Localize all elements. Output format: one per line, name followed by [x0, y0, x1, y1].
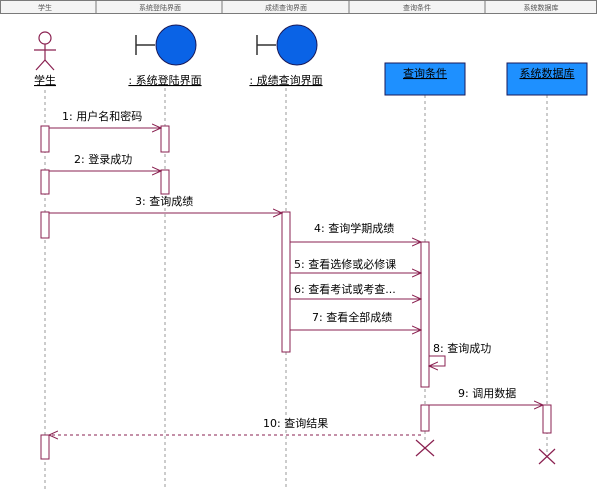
actor-leg-left [35, 59, 46, 71]
boundary-login-ui [135, 24, 197, 66]
header-col-login: 系统登陆界面 [139, 3, 181, 12]
header-col-db: 系统数据库 [524, 3, 559, 12]
destroy-x-conditions [415, 439, 435, 457]
activation-query [281, 211, 291, 353]
message-labels: 1: 用户名和密码 2: 登录成功 3: 查询成绩 4: 查询学期成绩 5: 查… [62, 109, 516, 430]
participant-label-db: 系统数据库 [520, 66, 575, 80]
message-label-4: 4: 查询学期成绩 [314, 221, 394, 235]
message-label-3: 3: 查询成绩 [135, 194, 193, 208]
message-label-8: 8: 查询成功 [433, 341, 491, 355]
messages [49, 128, 543, 435]
activation-login-2 [160, 169, 170, 195]
participant-label-login: : 系统登陆界面 [128, 73, 201, 87]
message-label-10: 10: 查询结果 [263, 416, 328, 430]
message-arrow-8 [429, 355, 446, 366]
participant-label-student: 学生 [34, 73, 56, 87]
header-col-conditions: 查询条件 [403, 3, 431, 12]
message-label-5: 5: 查看选修或必修课 [294, 257, 396, 271]
actor-leg-right [44, 59, 55, 71]
message-label-1: 1: 用户名和密码 [62, 109, 142, 123]
boundary-circle [276, 24, 318, 66]
header-col-query: 成绩查询界面 [265, 3, 307, 12]
participant-box-db [506, 62, 588, 96]
destroy-markers [415, 439, 556, 465]
activation-student-2 [40, 169, 50, 195]
activation-student-3 [40, 211, 50, 239]
header-strip: 学生 系统登陆界面 成绩查询界面 查询条件 系统数据库 [0, 0, 597, 14]
destroy-x-db [538, 448, 556, 465]
activation-login-1 [160, 125, 170, 153]
message-label-6: 6: 查看考试或考查... [294, 282, 396, 296]
boundary-query-ui [256, 24, 318, 66]
actor-head [38, 31, 52, 45]
activation-db [542, 404, 552, 434]
activation-conditions-2 [420, 404, 430, 432]
participant-box-conditions [384, 62, 466, 96]
message-label-9: 9: 调用数据 [458, 386, 516, 400]
message-label-7: 7: 查看全部成绩 [312, 310, 392, 324]
participant-label-query: : 成绩查询界面 [249, 73, 322, 87]
message-label-2: 2: 登录成功 [74, 152, 132, 166]
participant-label-conditions: 查询条件 [403, 66, 447, 80]
activation-student-1 [40, 125, 50, 153]
boundary-circle [155, 24, 197, 66]
activation-student-4 [40, 434, 50, 460]
activations [40, 125, 552, 460]
activation-conditions-1 [420, 241, 430, 388]
header-col-student: 学生 [38, 3, 52, 12]
actor-student [34, 31, 56, 71]
